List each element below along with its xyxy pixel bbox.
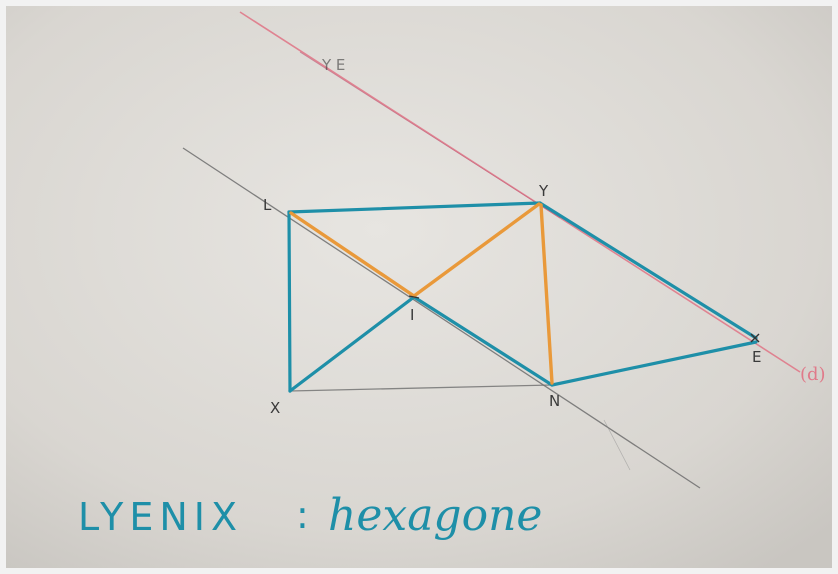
- label-I: I: [410, 306, 414, 324]
- blue-xi: [288, 295, 416, 393]
- orange-li: [289, 211, 416, 298]
- pencil-mark: [603, 419, 631, 471]
- pencil-diagonal: [182, 147, 701, 489]
- label-L: L: [263, 196, 272, 214]
- label-d: (d): [800, 364, 826, 385]
- orange-iy: [412, 202, 541, 298]
- blue-ly: [287, 201, 542, 214]
- caption-word: LYENIX: [78, 495, 243, 539]
- blue-ye: [538, 201, 758, 340]
- blue-lx: [287, 210, 292, 393]
- caption-separator: :: [296, 493, 315, 537]
- label-N: N: [549, 392, 560, 410]
- point-markers: [408, 295, 760, 343]
- label-Y: Y: [538, 182, 549, 200]
- blue-ne: [550, 340, 758, 387]
- blue-in: [412, 295, 554, 387]
- label-X: X: [270, 399, 280, 417]
- line-d-overdraw: [299, 51, 561, 219]
- faint-label: Y E: [321, 56, 345, 74]
- label-E: E: [752, 348, 761, 366]
- pencil-xn: [289, 384, 553, 392]
- orange-yn: [539, 203, 554, 385]
- caption-description: hexagone: [328, 490, 542, 541]
